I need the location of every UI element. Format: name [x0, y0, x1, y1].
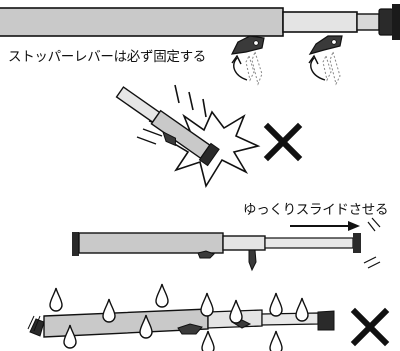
- cross-icon: [350, 307, 390, 347]
- panel-slide-slowly: [72, 217, 381, 272]
- falling-pole: [115, 86, 220, 167]
- tension-pole-top: [0, 4, 400, 40]
- arrow-right-icon: [290, 221, 360, 231]
- curved-arrow-icon: [308, 54, 326, 81]
- cross-icon: [263, 122, 303, 162]
- curved-arrow-icon: [231, 54, 248, 81]
- panel-stopper-levers: [0, 4, 400, 86]
- caption-stopper-lever: ストッパーレバーは必ず固定する: [8, 49, 206, 65]
- panel-no-rain: [27, 283, 390, 351]
- stopper-lever-left: [230, 35, 265, 86]
- tension-pole-middle: [72, 232, 361, 272]
- panel-no-dropping: [115, 84, 303, 189]
- stopper-lever-right: [308, 35, 343, 86]
- caption-slide-slowly: ゆっくりスライドさせる: [243, 202, 389, 218]
- tension-pole-bottom: [27, 308, 335, 338]
- motion-lines-icon: [363, 217, 381, 269]
